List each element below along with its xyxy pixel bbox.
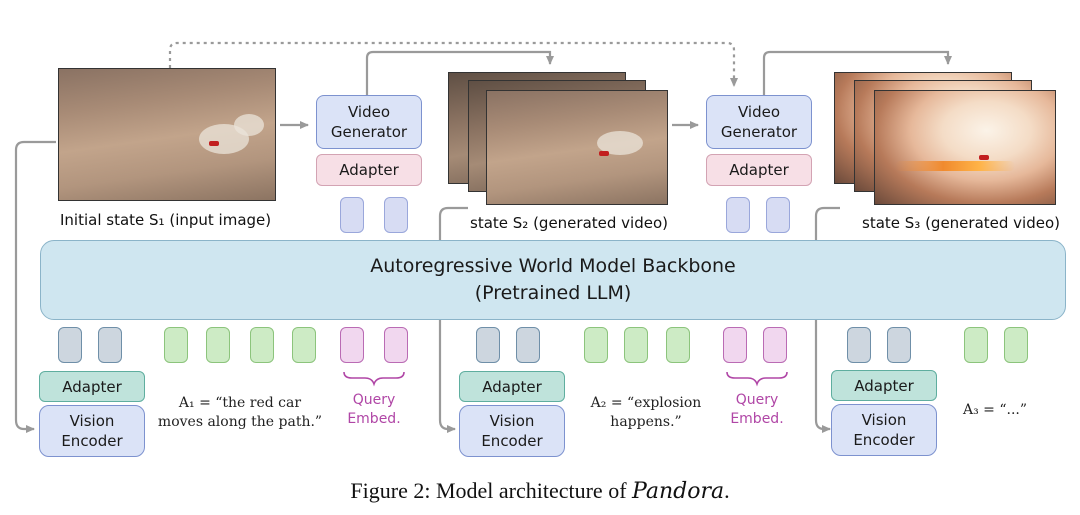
generator-token [384, 197, 408, 233]
text-token [250, 327, 274, 363]
vision-token [476, 327, 500, 363]
initial-state-image [58, 68, 276, 201]
generator-token [726, 197, 750, 233]
vision-token [847, 327, 871, 363]
adapter-encoder-2: Adapter [459, 371, 565, 402]
query-embed-label-2: Query Embed. [719, 391, 795, 429]
caption-model-name: Pandora [632, 479, 725, 504]
video-generator-2-label: Video Generator [720, 103, 798, 141]
query-token [384, 327, 408, 363]
generator-token [340, 197, 364, 233]
state-s2-label: state S₂ (generated video) [470, 214, 668, 232]
caption-suffix: . [724, 478, 730, 503]
vision-token [516, 327, 540, 363]
video-generator-1: Video Generator [316, 95, 422, 149]
generator-token [766, 197, 790, 233]
adapter-encoder-2-label: Adapter [482, 377, 542, 396]
adapter-generator-2: Adapter [706, 154, 812, 186]
query-embed-2-line1: Query [735, 392, 779, 408]
text-token [666, 327, 690, 363]
video-generator-1-label: Video Generator [330, 103, 408, 141]
query-token [763, 327, 787, 363]
vision-token [887, 327, 911, 363]
query-token [340, 327, 364, 363]
adapter-generator-1-label: Adapter [339, 161, 399, 179]
adapter-encoder-1: Adapter [39, 371, 145, 402]
vision-encoder-1: Vision Encoder [39, 405, 145, 457]
action-a1-line2: moves along the path.” [157, 414, 323, 430]
text-token [206, 327, 230, 363]
vision-encoder-3: Vision Encoder [831, 404, 937, 456]
text-token [164, 327, 188, 363]
backbone-title: Autoregressive World Model Backbone [370, 255, 736, 277]
adapter-encoder-1-label: Adapter [62, 377, 122, 396]
text-token [1004, 327, 1028, 363]
text-token [964, 327, 988, 363]
state-s2-frame-front [486, 90, 668, 205]
adapter-encoder-3: Adapter [831, 370, 937, 401]
text-token [624, 327, 648, 363]
vision-encoder-1-label: Vision Encoder [61, 412, 123, 450]
query-token [723, 327, 747, 363]
backbone-subtitle: (Pretrained LLM) [474, 282, 632, 304]
world-model-backbone: Autoregressive World Model Backbone (Pre… [40, 240, 1066, 320]
action-a1-line1: A₁ = “the red car [178, 395, 302, 411]
vision-token [98, 327, 122, 363]
vision-encoder-2-label: Vision Encoder [481, 412, 543, 450]
figure-caption: Figure 2: Model architecture of Pandora. [0, 478, 1080, 504]
vision-encoder-2: Vision Encoder [459, 405, 565, 457]
adapter-generator-1: Adapter [316, 154, 422, 186]
action-a1: A₁ = “the red car moves along the path.” [150, 394, 330, 432]
query-embed-1-line2: Embed. [347, 411, 401, 427]
adapter-encoder-3-label: Adapter [854, 376, 914, 395]
vision-token [58, 327, 82, 363]
action-a2-line2: happens.” [610, 414, 682, 430]
caption-prefix: Figure 2: Model architecture of [350, 478, 633, 503]
adapter-generator-2-label: Adapter [729, 161, 789, 179]
action-a2-line1: A₂ = “explosion [590, 395, 702, 411]
query-embed-label-1: Query Embed. [336, 391, 412, 429]
text-token [584, 327, 608, 363]
state-s1-label: Initial state S₁ (input image) [60, 211, 272, 229]
query-embed-2-line2: Embed. [730, 411, 784, 427]
state-s3-label: state S₃ (generated video) [862, 214, 1060, 232]
state-s3-frame-front [874, 90, 1056, 205]
video-generator-2: Video Generator [706, 95, 812, 149]
vision-encoder-3-label: Vision Encoder [853, 411, 915, 449]
query-embed-1-line1: Query [352, 392, 396, 408]
action-a2: A₂ = “explosion happens.” [578, 394, 714, 432]
text-token [292, 327, 316, 363]
action-a3: A₃ = “...” [962, 402, 1028, 418]
